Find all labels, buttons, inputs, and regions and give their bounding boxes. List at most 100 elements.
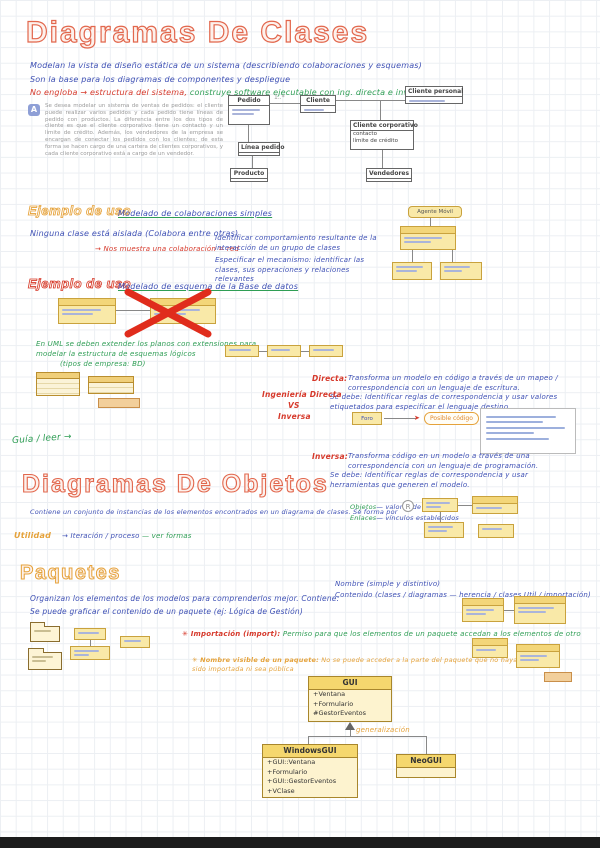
- uml-line: [270, 103, 300, 104]
- versus-line-3: Inversa: [278, 412, 311, 421]
- mini-line: [301, 351, 309, 352]
- gui-child1-row-2: +Formulario: [267, 767, 308, 776]
- objects-item-2-label: Enlaces: [350, 514, 377, 522]
- direct-label-line: Directa:: [312, 374, 347, 384]
- uml-box-linea-pedido-title: Línea pedido: [239, 144, 285, 153]
- agent-line: [430, 218, 431, 226]
- gui-generalization-label: generalización: [356, 726, 410, 734]
- intro-line-2: Son la base para los diagramas de compon…: [30, 75, 291, 84]
- package-mini-box-1: [74, 628, 106, 640]
- packages-line-1: Organizan los elementos de los modelos p…: [30, 594, 340, 603]
- db-table-1: [36, 372, 80, 396]
- uml-line: [248, 125, 249, 142]
- ejemplo2-subtitle: Modelado de esquema de la Base de datos: [118, 282, 299, 291]
- packages-mini-box-1: [462, 598, 504, 622]
- schema-line: [116, 310, 150, 311]
- inverse-label-line: Inversa:: [312, 452, 348, 462]
- uml-box-pedido: Pedido: [228, 95, 270, 125]
- note-a-text: Se desea modelar un sistema de ventas de…: [45, 103, 223, 157]
- mini-line: [259, 351, 267, 352]
- mini-class-3: [309, 345, 343, 357]
- code-panel: [480, 408, 576, 454]
- packages-name-note: Nombre (simple y distintivo): [335, 580, 441, 588]
- packages-mini-line: [504, 610, 514, 611]
- ejemplo1-line: Ninguna clase está aislada (Colabora ent…: [30, 229, 239, 238]
- objects-item-2: Enlaces— vínculos establecidos: [350, 514, 459, 523]
- uml-box-cliente-title: Cliente: [301, 96, 335, 106]
- ejemplo1-right-2: Especificar el mecanismo: identificar la…: [215, 256, 365, 283]
- package-mini-box-2: [70, 646, 110, 660]
- packages-line-2: Se puede graficar el contenido de un paq…: [30, 607, 303, 616]
- inverse-label: Inversa:: [312, 452, 348, 461]
- direct-label: Directa:: [312, 374, 348, 383]
- ejemplo2-green-2: (tipos de empresa: BD): [60, 360, 146, 368]
- mini-class-2: [267, 345, 301, 357]
- objects-item-1-label: Objetos: [350, 503, 377, 511]
- db-table-2: [88, 376, 134, 394]
- packages-mini-note: [544, 672, 572, 682]
- packages-mini-box-4: [516, 644, 560, 668]
- ejemplo1-subtitle: Modelado de colaboraciones simples: [118, 209, 273, 218]
- page-bottom-edge: [0, 837, 600, 848]
- uml-box-cliente-corporativo-title: Cliente corporativo: [351, 122, 418, 131]
- agent-diagram-title: Agente Móvil: [408, 206, 462, 218]
- objects-utility-line: → Iteración / proceso — ver formas: [62, 532, 192, 542]
- flow-arrow: [384, 418, 416, 419]
- packages-mini-box-3: [472, 638, 508, 658]
- uml-box-cliente-personal-title: Cliente personal: [406, 88, 464, 97]
- intro-line-3a: No engloba → estructura del sistema,: [30, 88, 188, 97]
- objects-mini-line: [458, 505, 472, 506]
- uml-line: [336, 100, 405, 101]
- gui-line: [308, 736, 426, 737]
- gui-child1-box: WindowsGUI +GUI::Ventana +Formulario +GU…: [262, 744, 358, 798]
- uml-box-vendedores-title: Vendedores: [367, 170, 411, 179]
- uml-box-vendedores: Vendedores: [366, 168, 412, 182]
- uml-box-cliente-personal: Cliente personal: [405, 86, 463, 104]
- intro-line-3: No engloba → estructura del sistema, con…: [30, 87, 427, 98]
- packages-visible-text: No se puede acceder a la parte del paque…: [192, 656, 518, 673]
- schema-box-1: [58, 298, 116, 324]
- objects-item-2-note: — vínculos establecidos: [376, 514, 459, 522]
- packages-visible-note: ✳ Nombre visible de un paquete: No se pu…: [192, 656, 532, 674]
- agent-line: [412, 250, 413, 262]
- packages-content-note: Contenido (clases / diagramas — herencia…: [335, 591, 591, 599]
- versus-line-1: Ingeniería Directa: [262, 390, 342, 399]
- uml-multiplicity: 1..*: [274, 94, 285, 101]
- inverse-text-1: Transforma código en un modelo a través …: [348, 452, 539, 470]
- packages-visible-label: ✳ Nombre visible de un paquete:: [192, 656, 319, 664]
- package-shape-2: [28, 648, 62, 670]
- flow-arrowhead-icon: ➤: [414, 414, 420, 422]
- gui-line: [350, 730, 351, 736]
- agent-box-1: [400, 226, 456, 250]
- packages-mini-box-2: [514, 596, 566, 624]
- agent-box-3: [440, 262, 482, 280]
- versus-line-2: VS: [288, 401, 300, 410]
- uml-attr-limite: límite de crédito: [353, 138, 398, 144]
- gui-child1-row-3: +GUI::GestorEventos: [267, 777, 337, 785]
- packages-import-text: Permiso para que los elementos de un paq…: [280, 630, 581, 638]
- objects-utility-label: Utilidad: [14, 531, 51, 540]
- gui-child2-title: NeoGUI: [397, 755, 455, 768]
- ejemplo2-heading: Ejemplo de uso: [28, 276, 132, 292]
- objects-mini-box-4: [478, 524, 514, 538]
- uml-box-pedido-title: Pedido: [229, 96, 269, 106]
- gui-parent-row-3: #GestorEventos: [313, 709, 367, 717]
- ejemplo2-green-1: En UML se deben extender los planos con …: [36, 340, 257, 358]
- uml-attr-contacto: contacto: [353, 131, 377, 137]
- db-note-box: [98, 398, 140, 408]
- gui-child1-title: WindowsGUI: [263, 745, 357, 758]
- ejemplo1-right-1: Identificar comportamiento resultante de…: [215, 234, 377, 252]
- uml-box-cliente: Cliente: [300, 95, 336, 113]
- gui-parent-row-2: +Formulario: [313, 699, 354, 708]
- package-mini-box-3: [120, 636, 150, 648]
- packages-import-note: ✳ Importación (import): Permiso para que…: [182, 630, 581, 640]
- uml-line: [380, 100, 381, 120]
- packages-import-label: ✳ Importación (import):: [182, 630, 281, 638]
- intro-line-1: Modelan la vista de diseño estática de u…: [30, 61, 422, 70]
- objects-mini-box-2: [472, 496, 518, 514]
- ejemplo1-heading: Ejemplo de uso: [28, 203, 132, 219]
- uml-box-producto-title: Producto: [231, 169, 267, 179]
- intro-line-3b: construye software ejecutable con ing. d…: [187, 88, 427, 97]
- uml-line: [382, 150, 383, 168]
